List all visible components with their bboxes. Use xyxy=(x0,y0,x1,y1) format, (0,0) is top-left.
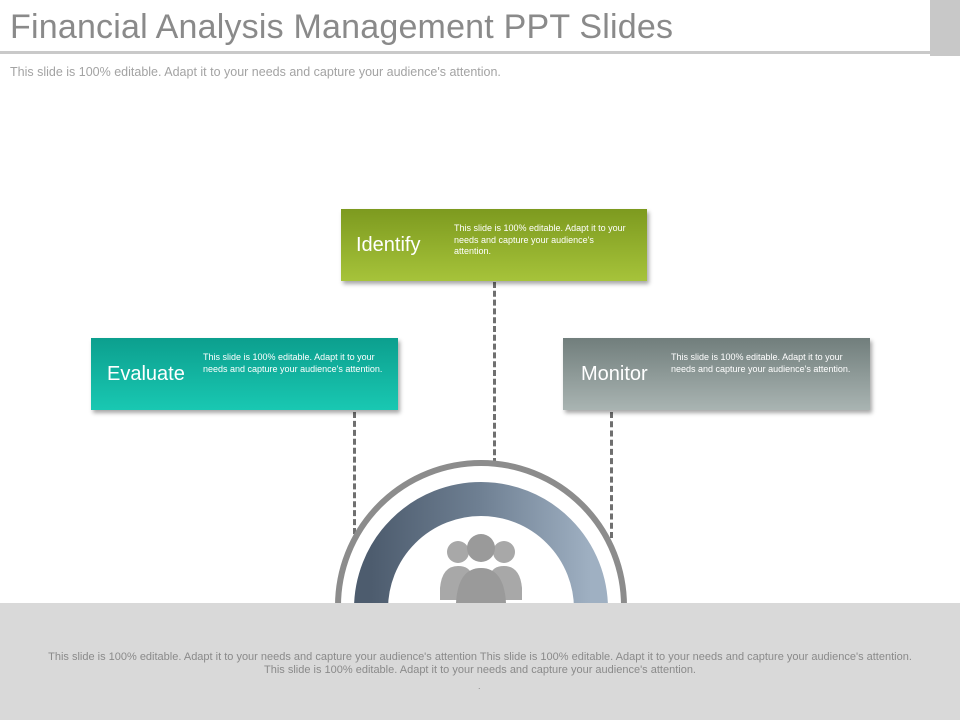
evaluate-label: Evaluate xyxy=(107,363,185,385)
monitor-text: This slide is 100% editable. Adapt it to… xyxy=(671,352,851,374)
title-tab-decoration xyxy=(930,0,960,56)
slide-subtitle: This slide is 100% editable. Adapt it to… xyxy=(10,65,501,79)
connector-monitor xyxy=(610,412,613,538)
footer-dot: . xyxy=(478,681,481,691)
identify-box: Identify This slide is 100% editable. Ad… xyxy=(341,209,647,281)
connector-evaluate xyxy=(353,412,356,534)
title-bar xyxy=(0,0,930,54)
monitor-label: Monitor xyxy=(581,363,648,385)
users-group-icon xyxy=(440,534,522,603)
evaluate-box: Evaluate This slide is 100% editable. Ad… xyxy=(91,338,398,410)
connector-identify xyxy=(493,282,496,464)
footer-text: This slide is 100% editable. Adapt it to… xyxy=(48,651,912,676)
evaluate-text: This slide is 100% editable. Adapt it to… xyxy=(203,352,383,374)
monitor-box: Monitor This slide is 100% editable. Ada… xyxy=(563,338,870,410)
identify-text: This slide is 100% editable. Adapt it to… xyxy=(454,223,626,256)
slide-title: Financial Analysis Management PPT Slides xyxy=(10,8,674,46)
identify-label: Identify xyxy=(356,234,421,256)
footer-band: This slide is 100% editable. Adapt it to… xyxy=(0,603,960,720)
